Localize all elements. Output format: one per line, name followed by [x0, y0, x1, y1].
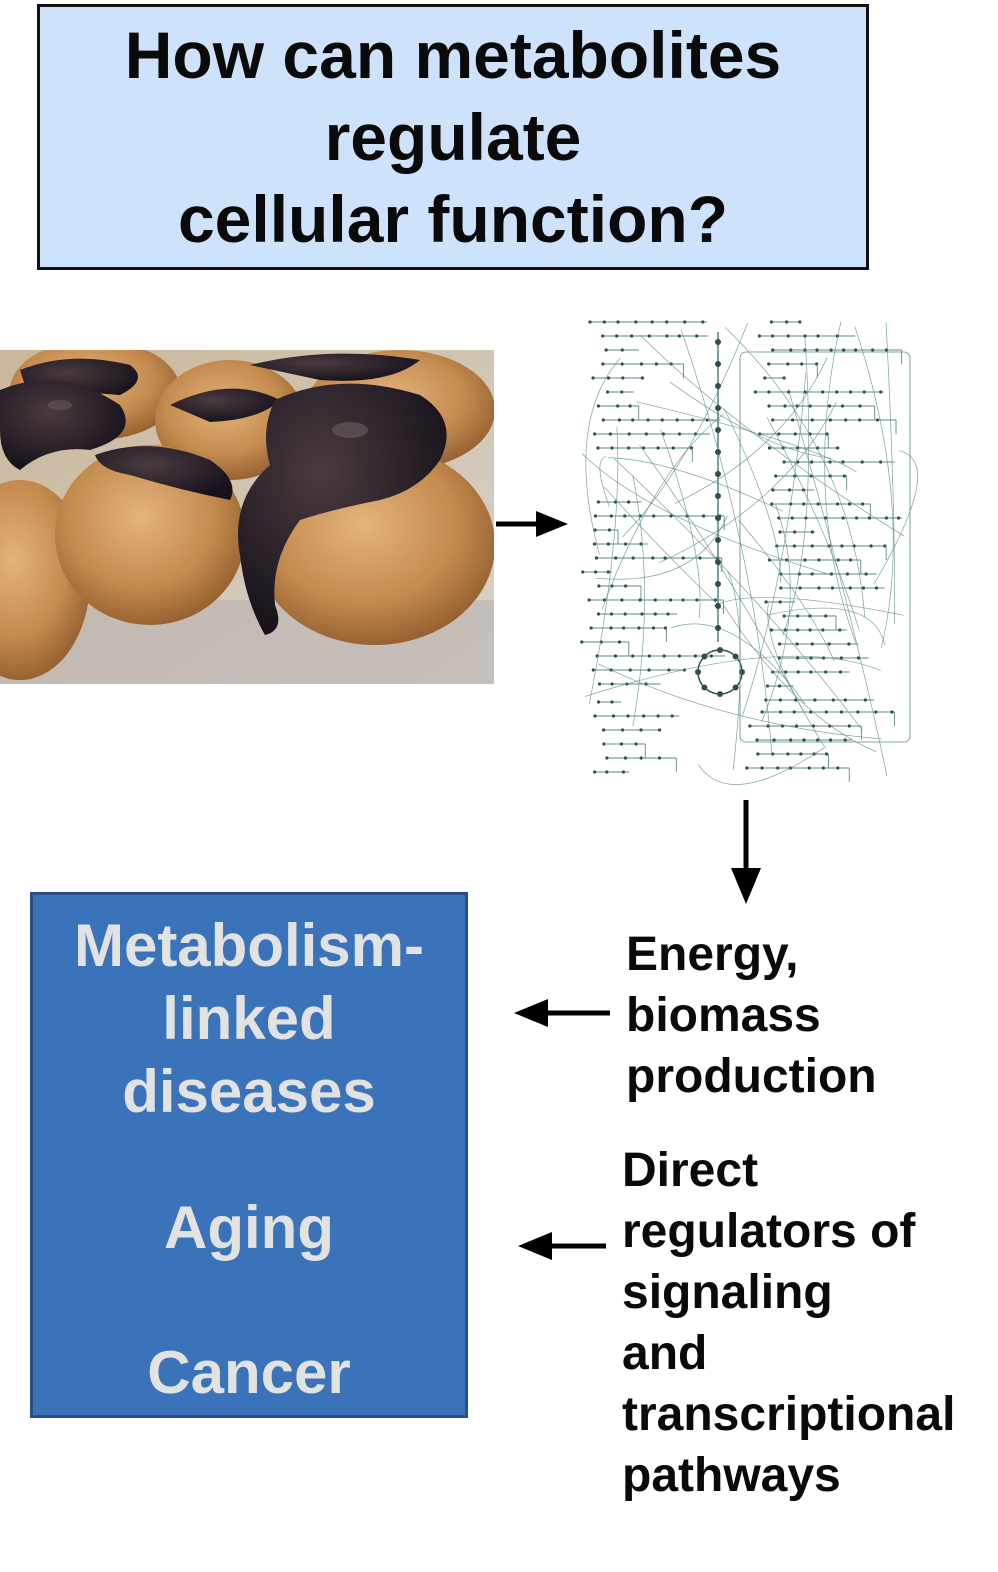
arrow-left-icon-energy: [514, 999, 610, 1027]
outcome-item1-line-2: linked: [162, 985, 336, 1052]
energy-line-2: biomass: [626, 989, 821, 1042]
outcome-aging: Aging: [164, 1194, 334, 1261]
arrow-down-icon: [731, 800, 761, 904]
metabolic-network-map: [580, 320, 918, 785]
outcomes-box: Metabolism- linked diseases Aging Cancer: [30, 892, 468, 1418]
cream-puff-photo: [0, 350, 494, 684]
title-line-1: How can metabolites: [124, 18, 782, 92]
outcome-item1-line-1: Metabolism-: [73, 912, 425, 979]
direct-regulators-text: Direct regulators of signaling and trans…: [622, 1140, 955, 1506]
arrow-right-icon: [496, 511, 568, 537]
direct-line-5: transcriptional: [622, 1388, 956, 1441]
arrow-left-icon-direct: [518, 1232, 606, 1260]
outcome-metabolism-linked-diseases: Metabolism- linked diseases: [33, 909, 465, 1128]
cream-puff-illustration: [0, 350, 494, 684]
outcome-item1-line-3: diseases: [122, 1058, 376, 1125]
energy-biomass-text: Energy, biomass production: [626, 924, 877, 1107]
title-line-2: regulate: [324, 100, 582, 174]
outcome-cancer: Cancer: [147, 1339, 351, 1406]
title-line-3: cellular function?: [177, 182, 729, 256]
direct-line-3: signaling: [622, 1266, 833, 1319]
direct-line-4: and: [622, 1327, 708, 1380]
direct-line-2: regulators of: [622, 1205, 916, 1258]
direct-line-6: pathways: [622, 1449, 841, 1502]
energy-line-1: Energy,: [626, 928, 799, 981]
energy-line-3: production: [626, 1050, 877, 1103]
direct-line-1: Direct: [622, 1144, 759, 1197]
title-box: How can metabolites regulate cellular fu…: [37, 4, 869, 270]
